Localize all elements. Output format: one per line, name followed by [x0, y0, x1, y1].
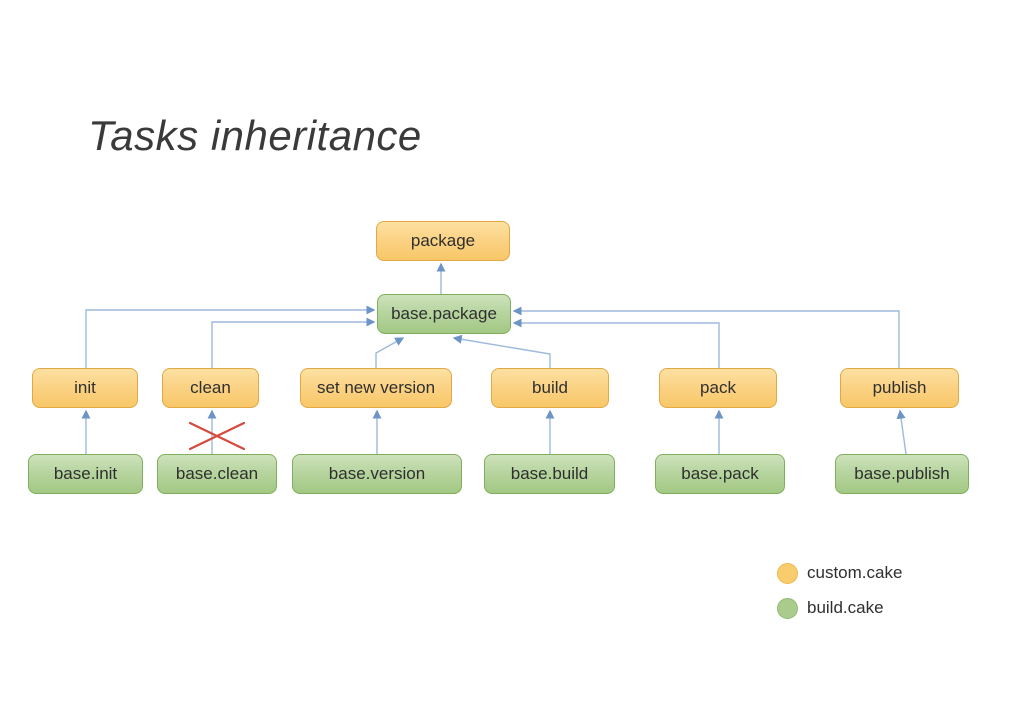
- node-base-package: base.package: [377, 294, 511, 334]
- legend-label: build.cake: [807, 598, 884, 617]
- node-init: init: [32, 368, 138, 408]
- node-pack: pack: [659, 368, 777, 408]
- node-package: package: [376, 221, 510, 261]
- node-label: init: [74, 378, 96, 397]
- legend-item-custom-cake: custom.cake: [777, 562, 902, 584]
- node-base-publish: base.publish: [835, 454, 969, 494]
- legend-item-build-cake: build.cake: [777, 597, 902, 619]
- node-label: base.package: [391, 304, 497, 323]
- edge-build-to-base-package: [452, 334, 551, 368]
- node-base-pack: base.pack: [655, 454, 785, 494]
- node-label: base.pack: [681, 464, 759, 483]
- node-label: base.build: [510, 464, 589, 483]
- node-label: base.init: [53, 464, 118, 483]
- edge-set-new-version-to-base-package: [375, 337, 405, 368]
- node-base-build: base.build: [484, 454, 615, 494]
- node-label: base.publish: [854, 464, 950, 483]
- node-label: publish: [872, 378, 927, 397]
- node-build: build: [491, 368, 609, 408]
- edge-pack-to-base-package: [512, 318, 720, 368]
- edge-clean-to-base-package: [211, 317, 376, 368]
- node-label: base.version: [328, 464, 426, 483]
- node-label: clean: [190, 378, 231, 397]
- node-label: package: [410, 231, 476, 250]
- node-base-version: base.version: [292, 454, 462, 494]
- node-base-clean: base.clean: [157, 454, 277, 494]
- node-set-new-version: set new version: [300, 368, 452, 408]
- edge-publish-to-base-package: [512, 306, 900, 368]
- edge-base-publish-to-publish: [896, 409, 907, 455]
- legend: custom.cake build.cake: [777, 562, 902, 632]
- node-label: set new version: [316, 378, 436, 397]
- node-label: build: [532, 378, 568, 397]
- node-label: pack: [700, 378, 736, 397]
- node-clean: clean: [162, 368, 259, 408]
- build-cake-swatch-icon: [777, 597, 798, 619]
- node-publish: publish: [840, 368, 959, 408]
- legend-label: custom.cake: [807, 563, 903, 582]
- slide-title: Tasks inheritance: [88, 112, 422, 159]
- edge-init-to-base-package: [85, 305, 376, 368]
- custom-cake-swatch-icon: [777, 562, 798, 584]
- node-label: base.clean: [175, 464, 259, 483]
- node-base-init: base.init: [28, 454, 143, 494]
- broken-link-x-icon: [188, 421, 246, 451]
